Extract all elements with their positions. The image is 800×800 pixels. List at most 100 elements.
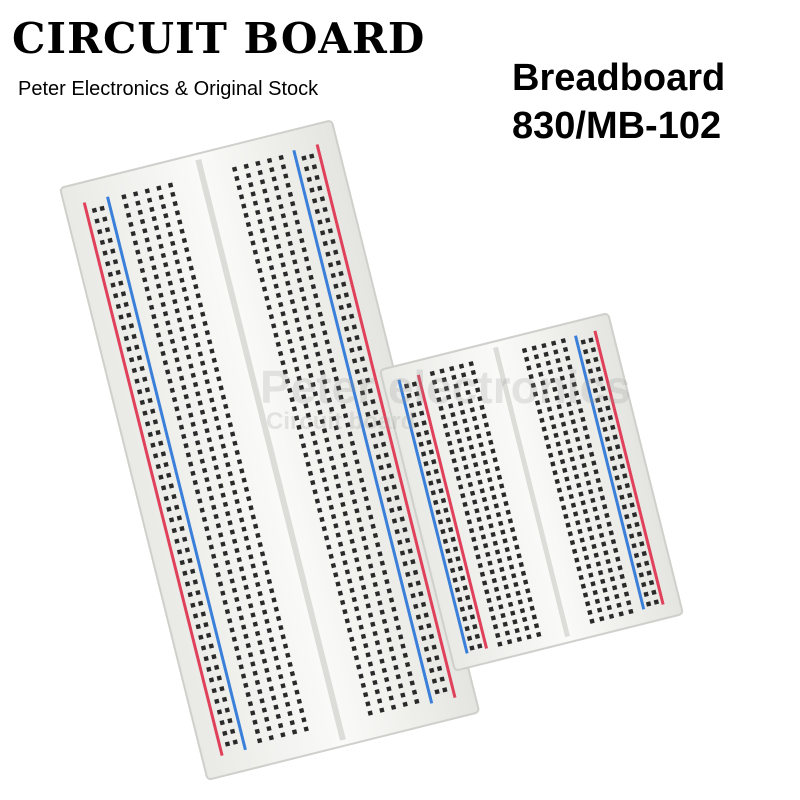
- hole: [199, 507, 205, 513]
- hole: [305, 412, 312, 418]
- hole: [275, 664, 282, 671]
- hole: [484, 589, 490, 595]
- hole: [266, 578, 273, 585]
- hole: [589, 451, 595, 457]
- hole: [319, 196, 326, 202]
- hole: [409, 680, 415, 686]
- hole: [547, 369, 554, 375]
- hole: [529, 605, 535, 611]
- hole: [206, 437, 213, 443]
- hole: [570, 419, 576, 425]
- hole: [406, 393, 412, 399]
- hole: [113, 293, 119, 299]
- hole: [453, 383, 459, 389]
- hole: [195, 342, 201, 348]
- hole: [365, 505, 372, 511]
- hole: [551, 340, 557, 346]
- hole: [615, 556, 621, 562]
- hole: [250, 710, 256, 716]
- hole: [301, 394, 307, 400]
- hole: [287, 240, 293, 247]
- hole: [190, 372, 196, 378]
- hole: [577, 445, 583, 451]
- hole: [268, 686, 275, 692]
- hole: [426, 439, 432, 445]
- hole: [554, 395, 560, 401]
- hole: [174, 538, 180, 544]
- hole: [367, 388, 373, 394]
- hole: [498, 520, 504, 527]
- hole: [604, 436, 611, 442]
- hole: [459, 606, 465, 612]
- hole: [344, 618, 350, 624]
- hole: [188, 412, 194, 418]
- hole: [333, 572, 339, 578]
- hole: [160, 203, 167, 210]
- hole: [181, 335, 187, 342]
- hole: [229, 627, 235, 633]
- hole: [314, 208, 320, 215]
- hole: [269, 588, 275, 594]
- hole: [418, 441, 424, 447]
- hole: [179, 525, 185, 532]
- hole: [215, 572, 221, 578]
- hole: [321, 428, 328, 434]
- hole: [367, 710, 373, 716]
- hole: [538, 371, 544, 377]
- rail-line-blue: [292, 149, 434, 704]
- hole: [493, 586, 500, 592]
- hole: [354, 557, 360, 563]
- hole: [524, 356, 530, 362]
- brand-title: CIRCUIT BOARD: [12, 14, 426, 63]
- hole: [210, 553, 217, 559]
- hole: [252, 621, 258, 627]
- hole: [273, 185, 280, 191]
- hole: [485, 551, 491, 558]
- hole: [410, 559, 416, 565]
- hole: [562, 467, 568, 473]
- hole: [418, 625, 424, 631]
- hole: [261, 707, 268, 713]
- hole: [185, 452, 192, 458]
- hole: [284, 378, 291, 384]
- hole: [314, 498, 321, 504]
- hole: [168, 517, 175, 523]
- hole: [271, 274, 277, 280]
- hole: [340, 501, 346, 508]
- hole: [280, 164, 287, 170]
- hole: [182, 570, 188, 576]
- hole: [315, 351, 321, 357]
- hole: [587, 526, 593, 532]
- hole: [229, 529, 236, 535]
- hole: [206, 535, 212, 541]
- hole: [186, 354, 192, 360]
- hole: [241, 575, 247, 581]
- hole: [294, 268, 300, 274]
- hole: [436, 665, 443, 672]
- hole: [399, 516, 405, 522]
- hole: [282, 643, 289, 649]
- hole: [337, 590, 344, 596]
- hole: [568, 410, 574, 416]
- hole: [492, 457, 498, 463]
- hole: [112, 259, 119, 265]
- hole: [287, 387, 293, 394]
- hole: [624, 513, 630, 520]
- hole: [492, 624, 499, 630]
- hole: [327, 262, 334, 268]
- hole: [220, 394, 227, 400]
- hole: [368, 563, 374, 569]
- hole: [245, 544, 252, 551]
- hole: [370, 621, 376, 627]
- hole: [276, 194, 282, 201]
- hole: [600, 578, 606, 585]
- hole: [475, 554, 481, 560]
- hole: [222, 501, 229, 508]
- hole: [428, 480, 434, 486]
- hole: [600, 385, 606, 392]
- hole: [400, 692, 406, 698]
- hole: [319, 418, 325, 425]
- hole: [568, 493, 574, 500]
- hole: [588, 488, 594, 495]
- hole: [590, 378, 596, 384]
